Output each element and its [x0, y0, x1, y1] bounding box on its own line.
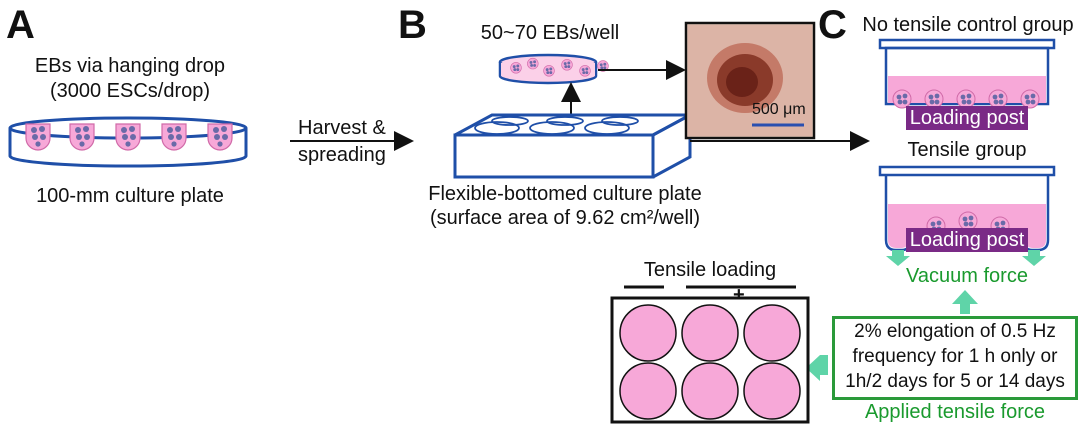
hanging-drop-label: EBs via hanging drop — [34, 55, 226, 77]
control-group-title: No tensile control group — [862, 14, 1074, 36]
control-well — [878, 38, 1056, 109]
culture-plate-label: 100-mm culture plate — [36, 185, 224, 207]
well — [681, 362, 739, 420]
well — [619, 304, 677, 362]
applied-text-line-1: 2% elongation of 0.5 Hz — [854, 321, 1056, 342]
tensile-group-title: Tensile group — [907, 139, 1027, 161]
well — [743, 304, 801, 362]
flexible-plate-label: Flexible-bottomed culture plate — [428, 183, 702, 205]
flexible-bottomed-plate — [453, 112, 692, 179]
hanging-drop — [69, 123, 95, 151]
harvest-label: Harvest & — [298, 117, 386, 139]
applied-force-box: 2% elongation of 0.5 Hz frequency for 1 … — [832, 316, 1078, 400]
vacuum-arrows — [886, 250, 1046, 266]
scale-bar-label: 500 μm — [752, 101, 806, 118]
hanging-drop — [161, 123, 187, 151]
panel-label-b: B — [398, 3, 427, 47]
arrow-applied-to-plate — [806, 355, 828, 381]
hanging-drop — [25, 123, 51, 151]
spreading-label: spreading — [298, 144, 386, 166]
applied-tensile-force-label: Applied tensile force — [864, 401, 1046, 423]
cells-per-drop-label: (3000 ESCs/drop) — [49, 80, 211, 102]
well — [743, 362, 801, 420]
panel-label-c: C — [818, 3, 847, 47]
applied-text-line-2: frequency for 1 h only or — [852, 346, 1058, 367]
tensile-loading-title: Tensile loading — [643, 259, 777, 281]
panel-label-a: A — [6, 3, 35, 47]
hanging-drop — [207, 123, 233, 151]
single-well — [498, 53, 609, 85]
hanging-drop-plate — [8, 116, 248, 168]
arrow-applied-to-vacuum — [952, 290, 978, 314]
eb-micrograph — [684, 21, 816, 140]
applied-text-line-3: 1h/2 days for 5 or 14 days — [845, 371, 1065, 392]
six-well-plate — [610, 285, 810, 424]
minus-label: – — [638, 287, 650, 309]
ebs-per-well-label: 50~70 EBs/well — [480, 22, 620, 44]
loading-post-tensile: Loading post — [906, 228, 1028, 252]
hanging-drop — [115, 123, 141, 151]
plus-label: + — [733, 284, 745, 306]
vacuum-force-label: Vacuum force — [906, 265, 1028, 287]
well — [619, 362, 677, 420]
well — [681, 304, 739, 362]
surface-area-label: (surface area of 9.62 cm²/well) — [429, 207, 701, 229]
loading-post-control: Loading post — [906, 106, 1028, 130]
